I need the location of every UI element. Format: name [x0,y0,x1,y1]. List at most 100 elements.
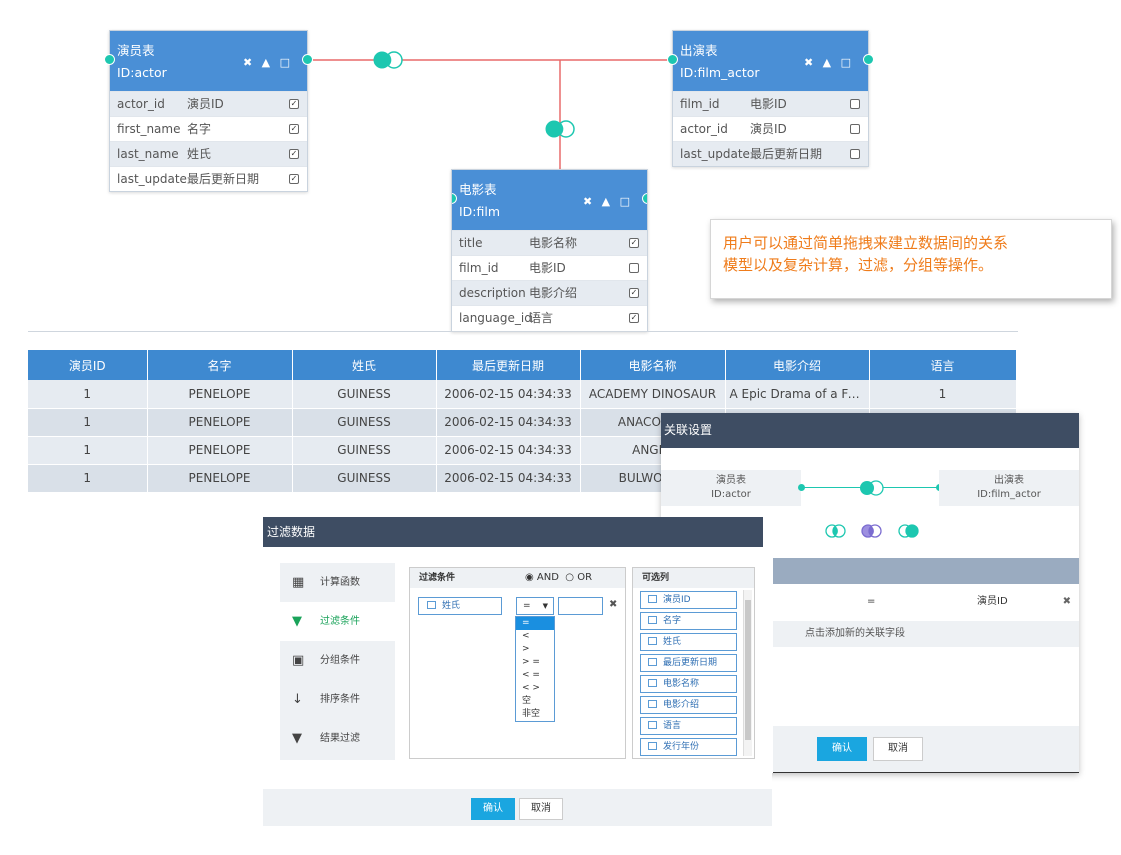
column-chip[interactable]: 演员ID [640,591,737,609]
table-cell: 1 [28,380,148,409]
sidebar-item-filter[interactable]: ▼过滤条件 [280,602,395,641]
checkbox-checked-icon[interactable]: ✓ [629,288,639,298]
add-relation-field[interactable]: 点击添加新的关联字段 [773,621,1079,647]
operator-option[interactable]: < = [522,670,540,680]
condition-value-input[interactable] [558,597,603,615]
checkbox-checked-icon[interactable]: ✓ [629,238,639,248]
column-header[interactable]: 电影名称 [580,350,726,380]
column-chip[interactable]: 电影名称 [640,675,737,693]
entity-controls[interactable]: ✖ ▲ □ [242,56,293,69]
confirm-button[interactable]: 确认 [817,737,867,761]
film-entity-header[interactable]: 电影表 ID:film ✖ ▲ □ [452,170,647,230]
checkbox-unchecked-icon[interactable] [850,99,860,109]
column-header[interactable]: 演员ID [28,350,148,380]
column-chip[interactable]: 最后更新日期 [640,654,737,672]
right-join-icon[interactable] [898,524,920,538]
entity-controls[interactable]: ✖ ▲ □ [582,195,633,208]
operator-select[interactable]: =▼ [516,597,554,615]
actor-entity-header[interactable]: 演员表 ID:actor ✖ ▲ □ [110,31,307,91]
table-header-row: 演员ID 名字 姓氏 最后更新日期 电影名称 电影介绍 语言 [28,350,1017,380]
relation-operator[interactable]: = [867,596,876,607]
scrollbar-thumb[interactable] [745,600,751,740]
column-chip[interactable]: 语言 [640,717,737,735]
relation-left-table[interactable]: 演员表 ID:actor [661,470,801,506]
port-right[interactable] [302,54,313,65]
operator-option[interactable]: 空 [522,696,532,706]
condition-field[interactable]: 姓氏 [418,597,502,615]
close-icon[interactable]: ✖ [609,599,618,610]
relation-right-field[interactable]: 演员ID [977,596,1008,607]
checkbox-checked-icon[interactable]: ✓ [289,99,299,109]
left-join-icon[interactable] [825,524,847,538]
and-radio-label[interactable]: AND [536,572,559,583]
checkbox-unchecked-icon[interactable] [850,149,860,159]
column-chip[interactable]: 名字 [640,612,737,630]
or-radio-label[interactable]: OR [577,572,593,583]
column-header[interactable]: 名字 [147,350,293,380]
relation-field-row[interactable]: = 演员ID ✖ [773,590,1079,614]
operator-option[interactable]: > = [522,657,540,667]
checkbox-unchecked-icon[interactable] [850,124,860,134]
cancel-button[interactable]: 取消 [519,798,563,820]
filter-icon: ▼ [292,731,302,746]
confirm-button[interactable]: 确认 [471,798,515,820]
column-chip[interactable]: 发行年份 [640,738,737,756]
checkbox-checked-icon[interactable]: ✓ [289,149,299,159]
column-header[interactable]: 姓氏 [292,350,437,380]
column-chip[interactable]: 姓氏 [640,633,737,651]
port-right[interactable] [642,193,647,204]
and-or-toggle[interactable]: ◉ AND ○ OR [525,572,593,583]
port-left[interactable] [667,54,678,65]
cancel-button[interactable]: 取消 [873,737,923,761]
join-type-current-icon[interactable] [859,480,885,496]
column-icon [648,741,657,750]
table-name: 出演表 [994,475,1024,486]
close-icon[interactable]: ✖ [1062,596,1071,607]
field-row[interactable]: last_update最后更新日期✓ [110,166,307,191]
checkbox-checked-icon[interactable]: ✓ [629,313,639,323]
checkbox-checked-icon[interactable]: ✓ [289,174,299,184]
operator-option[interactable]: < [522,631,530,641]
sidebar-item-sort[interactable]: ↓排序条件 [280,680,395,719]
operator-option[interactable]: = [516,617,554,630]
field-row[interactable]: language_id语言✓ [452,305,647,330]
port-left[interactable] [104,54,115,65]
checkbox-unchecked-icon[interactable] [629,263,639,273]
entity-title: 电影表 [459,182,497,197]
operator-option[interactable]: < > [522,683,540,693]
column-chip[interactable]: 电影介绍 [640,696,737,714]
join-icon-film[interactable] [545,120,575,138]
sidebar-item-calculate[interactable]: ▦计算函数 [280,563,395,602]
sidebar-item-label: 计算函数 [320,577,360,588]
checkbox-checked-icon[interactable]: ✓ [289,124,299,134]
sidebar-item-group[interactable]: ▣分组条件 [280,641,395,680]
column-header[interactable]: 语言 [869,350,1017,380]
column-header[interactable]: 最后更新日期 [436,350,581,380]
field-row[interactable]: last_update最后更新日期 [673,141,868,166]
film-actor-entity-header[interactable]: 出演表 ID:film_actor ✖ ▲ □ [673,31,868,91]
operator-option[interactable]: 非空 [522,709,541,719]
relation-right-table[interactable]: 出演表 ID:film_actor [939,470,1079,506]
entity-controls[interactable]: ✖ ▲ □ [803,56,854,69]
inner-join-icon[interactable] [861,524,883,538]
operator-option[interactable]: > [522,644,530,654]
sidebar-item-result-filter[interactable]: ▼结果过滤 [280,719,395,758]
field-label: 电影ID [750,97,787,111]
scrollbar[interactable] [743,590,752,756]
join-icon-actor-filmactor[interactable] [373,51,403,69]
column-header[interactable]: 电影介绍 [725,350,870,380]
operator-dropdown: = < > > = < = < > 空 非空 [515,616,555,722]
port-right[interactable] [863,54,874,65]
